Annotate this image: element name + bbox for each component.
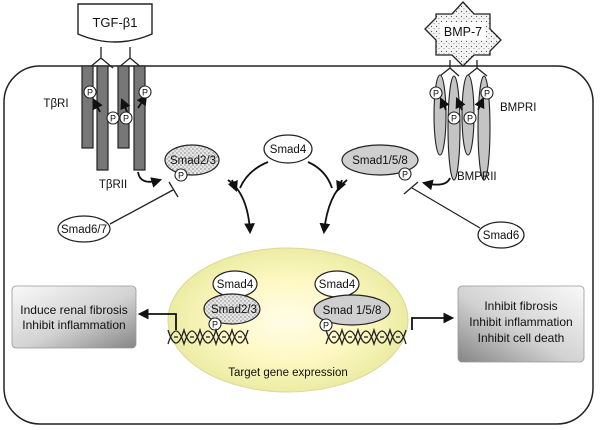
cell-membrane	[3, 65, 594, 425]
outcome-right-line-3: Inhibit cell death	[478, 331, 565, 345]
svg-text:Smad4: Smad4	[319, 279, 356, 291]
phospho-nuc-smad23: P	[208, 317, 222, 331]
svg-text:P: P	[402, 170, 408, 180]
dna-left	[167, 327, 249, 347]
bmpri-label: BMPRI	[500, 102, 536, 114]
target-gene-expression-label: Target gene expression	[228, 367, 348, 379]
tgf-beta1-ligand: TGF-β1	[77, 3, 153, 43]
smad6-label: Smad6	[483, 230, 519, 242]
outcome-left-line-1: Induce renal fibrosis	[20, 303, 127, 317]
phospho-tgf-2: P	[106, 111, 120, 125]
smad23-cytoplasm: Smad2/3	[164, 144, 220, 176]
svg-text:Smad2/3: Smad2/3	[211, 304, 257, 316]
phospho-smad158: P	[398, 167, 412, 181]
phospho-nuc-smad158: P	[319, 318, 333, 332]
phospho-smad23: P	[174, 168, 188, 182]
svg-text:P: P	[433, 89, 439, 99]
outcome-right-line-1: Inhibit fibrosis	[484, 299, 557, 313]
bmprii-label: BMPRII	[457, 171, 497, 183]
tbri-label: TβRI	[43, 98, 68, 110]
svg-text:Smad4: Smad4	[217, 279, 254, 291]
bmprii-receptor-1	[447, 75, 461, 181]
smad23-label: Smad2/3	[170, 155, 216, 167]
nuc-smad4-left: Smad4	[212, 270, 258, 298]
svg-text:P: P	[484, 89, 490, 99]
tbrii-receptor-1	[96, 65, 109, 171]
nuc-smad158: Smad 1/5/8	[313, 294, 391, 326]
bmp7-ligand: BMP-7	[424, 1, 502, 67]
svg-text:P: P	[212, 320, 218, 330]
svg-text:P: P	[87, 88, 93, 98]
outcome-box-right: Inhibit fibrosis Inhibit inflammation In…	[457, 285, 585, 363]
smad67: Smad6/7	[57, 215, 111, 243]
phospho-tgf-4: P	[138, 85, 152, 99]
smad6: Smad6	[477, 221, 525, 249]
svg-text:P: P	[110, 114, 116, 124]
svg-text:P: P	[178, 171, 184, 181]
svg-text:Smad 1/5/8: Smad 1/5/8	[323, 305, 382, 317]
tbrii-receptor-2	[133, 65, 146, 171]
tbrii-label: TβRII	[99, 179, 127, 191]
smad4-cytoplasm: Smad4	[263, 134, 313, 164]
nuc-smad4-right: Smad4	[314, 270, 360, 298]
tbri-receptor-1	[81, 65, 94, 149]
phospho-bmp-2: P	[480, 86, 494, 100]
dna-right	[325, 327, 407, 347]
svg-text:P: P	[323, 321, 329, 331]
outcome-left-line-2: Inhibit inflammation	[22, 318, 125, 332]
phospho-tgf-1: P	[83, 85, 97, 99]
nuc-smad23: Smad2/3	[203, 293, 261, 325]
smad67-label: Smad6/7	[61, 224, 107, 236]
svg-text:P: P	[451, 114, 457, 124]
phospho-bmp-1: P	[429, 86, 443, 100]
svg-text:P: P	[467, 114, 473, 124]
smad4-label: Smad4	[270, 144, 307, 156]
bmp7-label: BMP-7	[444, 25, 482, 39]
smad158-label: Smad1/5/8	[352, 155, 408, 167]
svg-text:P: P	[123, 114, 129, 124]
tbri-receptor-2	[117, 65, 130, 149]
svg-text:P: P	[142, 88, 148, 98]
smad158-cytoplasm: Smad1/5/8	[341, 144, 419, 176]
outcome-right-line-2: Inhibit inflammation	[469, 315, 572, 329]
outcome-box-left: Induce renal fibrosis Inhibit inflammati…	[11, 285, 137, 349]
phospho-tgf-3: P	[119, 111, 133, 125]
phospho-bmp-4: P	[463, 111, 477, 125]
tgf-beta1-label: TGF-β1	[92, 15, 137, 30]
phospho-bmp-3: P	[447, 111, 461, 125]
